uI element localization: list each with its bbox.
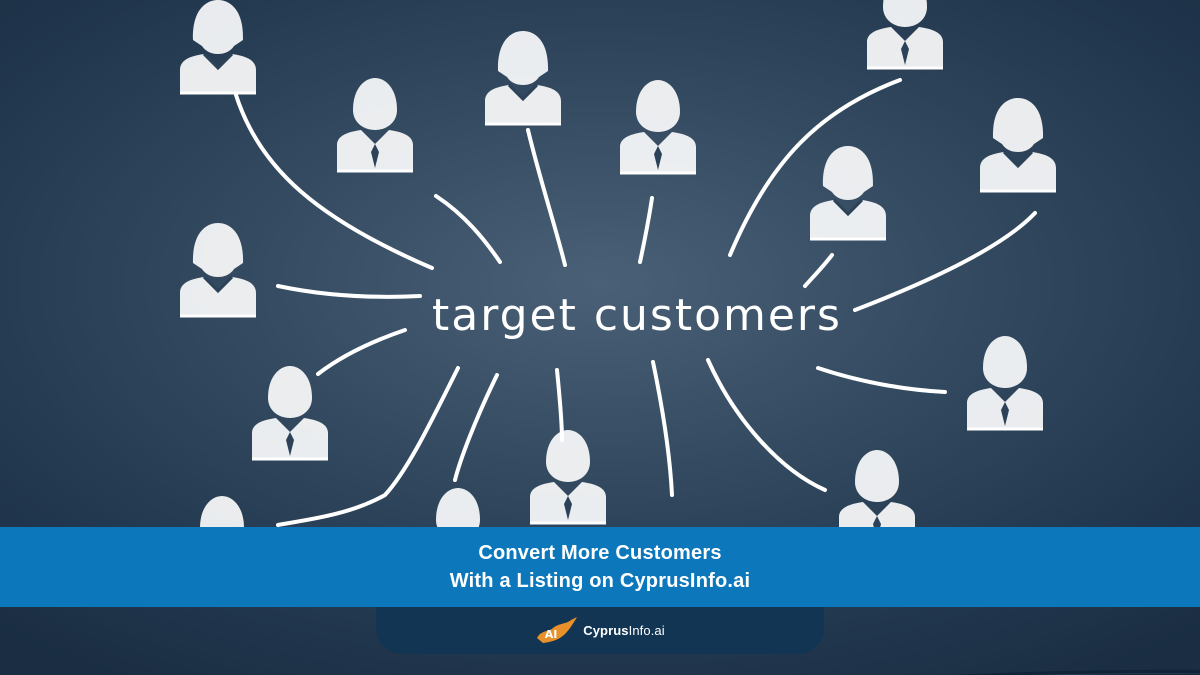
person-female-icon xyxy=(978,96,1058,194)
chalk-headline: target customers xyxy=(432,290,842,341)
person-male-icon xyxy=(335,76,415,174)
person-male-icon xyxy=(250,364,330,462)
person-male-icon xyxy=(618,78,698,176)
person-male-icon xyxy=(965,334,1045,432)
banner-line-2: With a Listing on CyprusInfo.ai xyxy=(449,570,751,592)
person-female-icon xyxy=(483,29,563,127)
person-male-icon xyxy=(865,0,945,71)
cyprus-map-icon: AI xyxy=(537,616,578,643)
logo-tab: AI CyprusInfo.ai xyxy=(376,607,824,654)
decorative-swoosh xyxy=(954,669,1200,675)
cyprusinfo-logo[interactable]: AI CyprusInfo.ai xyxy=(535,616,665,646)
person-male-icon xyxy=(528,428,608,526)
person-female-icon xyxy=(178,221,258,319)
chalk-connector-lines xyxy=(234,78,1037,527)
banner-line-1: Convert More Customers xyxy=(478,542,722,564)
logo-mark-text: AI xyxy=(545,628,558,641)
promo-banner: Convert More Customers With a Listing on… xyxy=(0,527,1200,607)
person-female-icon xyxy=(808,144,888,242)
person-female-icon xyxy=(178,0,258,96)
logo-wordmark: CyprusInfo.ai xyxy=(583,623,665,638)
logo-name-bold: Cyprus xyxy=(583,623,629,638)
logo-name-light: Info.ai xyxy=(628,623,665,638)
